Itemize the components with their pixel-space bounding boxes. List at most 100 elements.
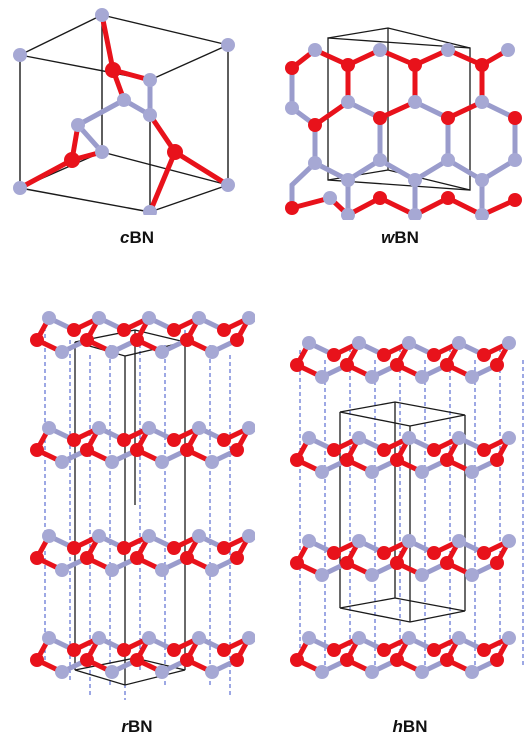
b-atom xyxy=(105,665,119,679)
n-atom xyxy=(440,556,454,570)
b-atom xyxy=(365,465,379,479)
n-atom xyxy=(217,643,231,657)
n-atom xyxy=(180,333,194,347)
n-atom xyxy=(377,348,391,362)
wbn-label-suffix: BN xyxy=(394,228,419,247)
b-atom xyxy=(452,534,466,548)
rbn-label-prefix: r xyxy=(121,717,129,736)
b-atom xyxy=(192,311,206,325)
b-atom xyxy=(302,431,316,445)
b-atom xyxy=(415,568,429,582)
cbn-label-suffix: BN xyxy=(129,228,155,247)
b-atom xyxy=(475,95,489,109)
b-atom xyxy=(92,311,106,325)
cbn-unit-cell xyxy=(19,14,229,213)
n-atom xyxy=(477,443,491,457)
n-atom xyxy=(290,453,304,467)
n-atom xyxy=(30,333,44,347)
b-atom xyxy=(302,631,316,645)
n-atom xyxy=(508,193,522,207)
b-atom xyxy=(308,43,322,57)
n-atom xyxy=(30,551,44,565)
n-atom xyxy=(117,541,131,555)
b-atom xyxy=(408,208,422,220)
b-atom xyxy=(117,93,131,107)
b-atom xyxy=(315,465,329,479)
b-atom xyxy=(242,529,255,543)
b-atom xyxy=(13,48,27,62)
n-atom xyxy=(230,443,244,457)
n-atom xyxy=(230,653,244,667)
b-atom xyxy=(142,421,156,435)
n-atom xyxy=(285,61,299,75)
b-atom xyxy=(95,8,109,22)
n-atom xyxy=(441,191,455,205)
hbn-svg xyxy=(290,336,524,679)
b-atom xyxy=(452,431,466,445)
n-atom xyxy=(130,443,144,457)
b-atom xyxy=(408,95,422,109)
b-atom xyxy=(415,465,429,479)
b-atom xyxy=(341,173,355,187)
n-atom xyxy=(427,443,441,457)
b-atom xyxy=(192,529,206,543)
b-atom xyxy=(105,455,119,469)
n-atom xyxy=(167,323,181,337)
b-atom xyxy=(402,534,416,548)
b-atom xyxy=(55,455,69,469)
b-atom xyxy=(13,181,27,195)
n-atom xyxy=(290,358,304,372)
n-atom xyxy=(440,653,454,667)
b-atom xyxy=(501,43,515,57)
rbn-label: rBN xyxy=(121,717,152,737)
n-atom xyxy=(377,546,391,560)
n-atom xyxy=(440,358,454,372)
n-atom xyxy=(105,62,121,78)
b-atom xyxy=(373,43,387,57)
n-atom xyxy=(290,653,304,667)
b-atom xyxy=(205,563,219,577)
n-atom xyxy=(373,191,387,205)
n-atom xyxy=(377,643,391,657)
b-atom xyxy=(365,370,379,384)
n-atom xyxy=(285,201,299,215)
hbn-label-prefix: h xyxy=(392,717,403,736)
n-atom xyxy=(117,323,131,337)
n-atom xyxy=(30,653,44,667)
n-atom xyxy=(427,348,441,362)
rbn-layer-3 xyxy=(30,529,255,577)
hbn-unit-cell xyxy=(339,401,466,623)
b-atom xyxy=(352,431,366,445)
n-atom xyxy=(477,546,491,560)
wbn-bonds xyxy=(289,47,518,219)
b-atom xyxy=(302,336,316,350)
b-atom xyxy=(315,370,329,384)
rbn-structure-diagram xyxy=(15,300,255,710)
n-atom xyxy=(340,358,354,372)
n-atom xyxy=(67,541,81,555)
rbn-unit-cell xyxy=(74,329,186,686)
b-atom xyxy=(92,421,106,435)
b-atom xyxy=(221,178,235,192)
hbn-label-suffix: BN xyxy=(402,717,428,736)
b-atom xyxy=(475,173,489,187)
b-atom xyxy=(242,631,255,645)
n-atom xyxy=(490,453,504,467)
b-atom xyxy=(465,370,479,384)
b-atom xyxy=(441,43,455,57)
b-atom xyxy=(465,568,479,582)
n-atom xyxy=(117,643,131,657)
b-atom xyxy=(365,665,379,679)
b-atom xyxy=(323,191,337,205)
b-atom xyxy=(415,370,429,384)
b-atom xyxy=(402,336,416,350)
rbn-layer-1 xyxy=(30,311,255,359)
n-atom xyxy=(427,643,441,657)
cbn-atoms xyxy=(13,8,235,215)
b-atom xyxy=(315,665,329,679)
b-atom xyxy=(452,631,466,645)
b-atom xyxy=(143,73,157,87)
rbn-svg xyxy=(30,311,255,700)
b-atom xyxy=(71,118,85,132)
n-atom xyxy=(373,111,387,125)
